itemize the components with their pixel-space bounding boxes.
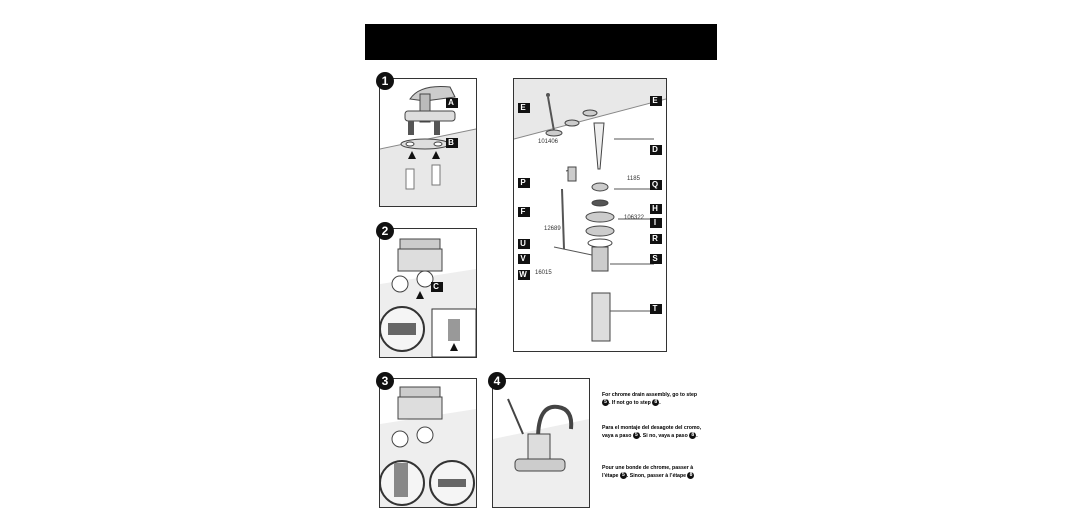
- step-ref-5-es: 5: [632, 432, 640, 439]
- tag-E-left: E: [518, 103, 530, 113]
- note-french-text-c: . Sinon, passer à l’étape: [626, 472, 686, 479]
- note-english-text-a: For chrome drain assembly, go to step: [602, 392, 698, 398]
- tag-label-F: F: [520, 207, 526, 216]
- part-number-16015: 16015: [535, 270, 552, 276]
- note-spanish: Para el montaje del desagote del cromo, …: [602, 425, 702, 439]
- note-english: For chrome drain assembly, go to step 5.…: [602, 392, 698, 406]
- header-bar: [365, 24, 717, 60]
- step3-panel: [379, 378, 477, 508]
- note-english-text-b: . If not go to step: [609, 399, 651, 406]
- tag-label-P: P: [520, 178, 526, 187]
- tag-label-B: B: [448, 138, 454, 147]
- step2-illustration: [380, 238, 476, 357]
- tag-R: R: [650, 234, 662, 244]
- tag-B: B: [446, 138, 458, 148]
- part-number-101406: 101406: [538, 139, 559, 145]
- tag-label-C: C: [433, 282, 439, 291]
- step-number-4: 4: [488, 372, 506, 390]
- step-ref-8-fr: 8: [687, 472, 695, 479]
- tag-P: P: [518, 178, 530, 188]
- tag-F: F: [518, 207, 530, 217]
- tag-label-D: D: [652, 145, 658, 154]
- tag-label-W: W: [519, 270, 527, 279]
- step1-illustration: [380, 86, 476, 206]
- note-french-text-a: Pour une bonde de chrome, passer à: [602, 465, 694, 471]
- note-french: Pour une bonde de chrome, passer à l’éta…: [602, 465, 706, 480]
- tag-label-H: H: [652, 204, 658, 213]
- tag-label-U: U: [520, 239, 526, 248]
- tag-I: I: [650, 218, 662, 228]
- step-number-1: 1: [376, 72, 394, 90]
- tag-label-I: I: [653, 218, 657, 227]
- step-number-2: 2: [376, 222, 394, 240]
- note-spanish-text-a: Para el montaje del desagote del cromo,: [602, 425, 702, 431]
- drain-assembly-panel: [513, 78, 667, 352]
- step3-illustration: [380, 386, 476, 507]
- step-ref-5-en: 5: [602, 399, 609, 406]
- tag-H: H: [650, 204, 662, 214]
- step4-illustration: [493, 398, 589, 507]
- tag-C: C: [431, 282, 443, 292]
- tag-E-right: E: [650, 96, 662, 106]
- step-ref-8-es: 8: [689, 432, 697, 439]
- tag-V: V: [518, 254, 530, 264]
- part-number-106322: 106322: [624, 215, 645, 221]
- tag-label-E-left: E: [520, 103, 526, 112]
- step-ref-5-fr: 5: [619, 472, 627, 479]
- step4-panel: [492, 378, 590, 508]
- note-spanish-text-b: vaya a paso: [602, 432, 632, 439]
- step1-panel: [379, 78, 477, 207]
- tag-D: D: [650, 145, 662, 155]
- drain-assembly-illustration: [514, 79, 666, 342]
- tag-T: T: [650, 304, 662, 314]
- tag-label-A: A: [448, 98, 454, 107]
- step2-panel: [379, 228, 477, 358]
- tag-S: S: [650, 254, 662, 264]
- note-french-text-b: l’étape: [602, 472, 619, 479]
- tag-label-S: S: [652, 254, 658, 263]
- tag-U: U: [518, 239, 530, 249]
- tag-A: A: [446, 98, 458, 108]
- step-ref-8-en: 8: [652, 399, 660, 406]
- tag-label-V: V: [520, 254, 526, 263]
- tag-Q: Q: [650, 180, 662, 190]
- tag-label-T: T: [652, 304, 658, 313]
- part-number-1185: 1185: [627, 176, 640, 182]
- tag-label-E-right: E: [652, 96, 658, 105]
- tag-label-Q: Q: [651, 180, 659, 189]
- part-number-12689: 12689: [544, 226, 561, 232]
- step-number-3: 3: [376, 372, 394, 390]
- tag-label-R: R: [652, 234, 658, 243]
- note-spanish-text-c: . Si no, vaya a paso: [639, 432, 688, 439]
- tag-W: W: [518, 270, 530, 280]
